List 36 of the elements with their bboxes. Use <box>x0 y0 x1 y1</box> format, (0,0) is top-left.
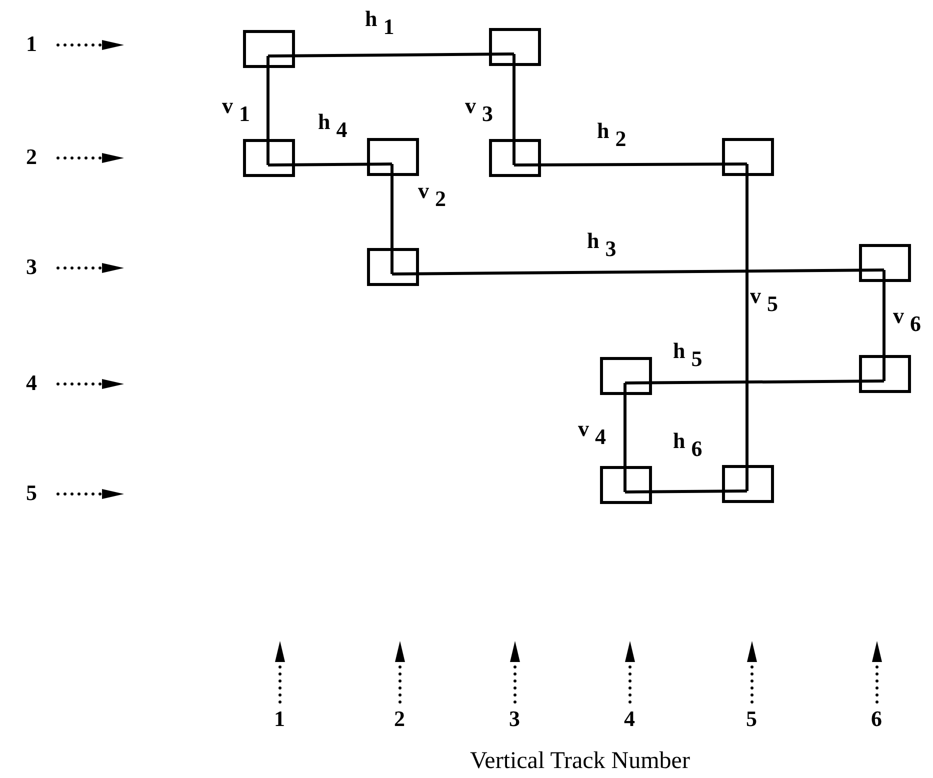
square-pad <box>367 248 419 286</box>
square-pad <box>243 30 295 68</box>
track-number: 5 <box>746 708 757 730</box>
square-pad <box>600 466 652 504</box>
wire <box>512 54 516 165</box>
wire <box>624 383 626 492</box>
wire <box>746 164 748 491</box>
wire <box>268 162 392 166</box>
wire <box>624 380 884 384</box>
axis-title: Vertical Track Number <box>470 748 690 775</box>
track-number: 3 <box>509 708 520 730</box>
square-pad <box>722 465 774 503</box>
wire <box>268 52 514 58</box>
square-pad <box>489 28 541 66</box>
wire <box>392 268 884 276</box>
track-number: 2 <box>394 708 405 730</box>
track-number: 3 <box>26 256 37 278</box>
track-number: 4 <box>26 372 37 394</box>
square-pad <box>367 138 419 176</box>
wire <box>514 162 747 166</box>
track-number: 6 <box>871 708 882 730</box>
wire <box>882 270 886 381</box>
wire <box>266 56 270 165</box>
square-pad <box>859 355 911 393</box>
track-number: 5 <box>26 482 37 504</box>
track-number: 1 <box>274 708 285 730</box>
track-number: 1 <box>26 33 37 55</box>
square-pad <box>859 244 911 282</box>
square-pad <box>722 138 774 176</box>
wire <box>390 164 394 274</box>
square-pad <box>489 139 541 177</box>
track-number: 2 <box>26 146 37 168</box>
track-number: 4 <box>624 708 635 730</box>
wire <box>624 490 748 494</box>
square-pad <box>243 139 295 177</box>
square-pad <box>600 357 652 395</box>
